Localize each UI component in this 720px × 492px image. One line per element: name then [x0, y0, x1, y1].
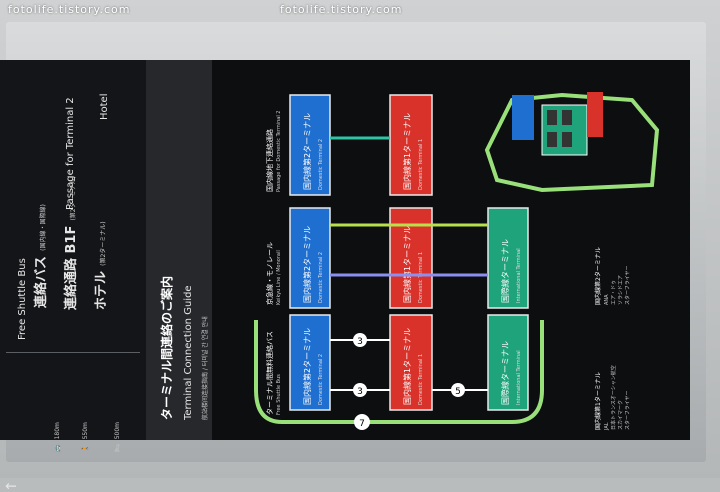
- hotel-distance-row: 🛏 500m: [104, 422, 123, 452]
- bus-loop-line-left: [254, 320, 283, 424]
- bus-row: Free Shuttle Bus: [10, 258, 29, 340]
- dom2-label-1: 国内線第2ターミナル: [302, 328, 312, 405]
- dom1-label-2: 国内線第1ターミナル: [402, 226, 412, 303]
- passage-label-en: Passage for Terminal 2: [65, 97, 76, 210]
- monorail-section-label: 京急線・モノレール: [265, 242, 274, 305]
- hotel-label-en: Hotel: [99, 93, 110, 121]
- hotel-label-ja: ホテル: [94, 270, 109, 310]
- dom2-label-3-en: Domestic Terminal 2: [318, 139, 324, 190]
- bus-icon: 🚌: [54, 444, 61, 452]
- route-number-1: 3: [357, 337, 363, 347]
- passage-section-label: 国内線地下連絡通路: [265, 129, 274, 192]
- legend-item-4: スターフライヤー: [624, 390, 631, 430]
- dom2-label-2: 国内線第2ターミナル: [302, 226, 312, 303]
- dom2-block-rail: [289, 207, 331, 309]
- shuttle-section-label: ターミナル間無料連絡バス: [265, 331, 274, 415]
- overview-cell-1: [547, 110, 557, 125]
- bus-distance: 180m: [54, 422, 61, 440]
- dom1-label-1: 国内線第1ターミナル: [402, 328, 412, 405]
- bus-row-ja: 連絡バス (国内線・国際線): [30, 204, 49, 308]
- route-number-2: 3: [357, 387, 363, 397]
- monorail-section-label-en: Keikyu Line / Monorail: [276, 250, 282, 305]
- legend2-item-4: スターフライヤー: [624, 265, 631, 305]
- legend2-item-3: ソラシドエア: [618, 275, 624, 305]
- dom2-label-2-en: Domestic Terminal 2: [318, 252, 324, 303]
- direction-column: Free Shuttle Bus 連絡バス (国内線・国際線) 🚌 180m 連…: [0, 60, 148, 492]
- intl-label-2: 国際線ターミナル: [500, 239, 510, 303]
- shuttle-section-label-en: Free Shuttle Bus: [276, 374, 282, 415]
- legend2-item-1: ANA: [604, 294, 610, 305]
- passage-row-en: Passage for Terminal 2: [58, 97, 77, 210]
- title-sub-block: 航站楼间连接指南 / 터미널 간 연결 안내: [192, 316, 211, 420]
- watermark-center: fotolife.tistory.com: [280, 3, 403, 16]
- passage-label-ja: 連絡通路 B1F: [64, 225, 79, 310]
- watermark-left: fotolife.tistory.com: [8, 3, 131, 16]
- legend-title-2: 国内線第2ターミナル: [594, 247, 602, 305]
- route-number-4: 7: [359, 419, 365, 429]
- dom1-label-3: 国内線第1ターミナル: [402, 113, 412, 190]
- overview-cell-3: [547, 132, 557, 147]
- hotel-row-en: Hotel: [92, 94, 111, 121]
- intl-label-1-en: International Terminal: [516, 350, 522, 405]
- dom1-block-shuttle: [389, 314, 433, 411]
- connection-diagram: i 国内線第2ターミナル Domestic Terminal 2 国内線第1ター…: [165, 80, 672, 431]
- intl-label-2-en: International Terminal: [516, 248, 522, 303]
- legend-item-2: 日本トランスオーシャン航空: [610, 365, 617, 430]
- bus-distance-row: 🚌 180m: [44, 422, 63, 452]
- legend-title-1: 国内線第1ターミナル: [594, 372, 602, 430]
- arrow-up-icon: ↑: [4, 480, 20, 492]
- title-strip: ターミナル間連絡のご案内 Terminal Connection Guide 航…: [146, 60, 212, 440]
- dom1-label-2-en: Domestic Terminal 1: [418, 252, 424, 303]
- route-badge-2: [353, 383, 367, 397]
- overview-cell-4: [562, 132, 572, 147]
- passage-distance: 550m: [82, 422, 89, 440]
- overview-cell-2: [562, 110, 572, 125]
- intl-block-shuttle: [487, 314, 529, 411]
- dom1-label-3-en: Domestic Terminal 1: [418, 139, 424, 190]
- dom2-block-shuttle: [289, 314, 331, 411]
- watermark: fotolife.tistory.com fotolife.tistory.co…: [0, 0, 720, 22]
- legend-item-1: JAL: [604, 422, 610, 431]
- dom2-block-passage: [289, 94, 331, 196]
- route-badge-1: [353, 333, 367, 347]
- hotel-label-ja-sub: (第2ターミナル): [100, 221, 107, 266]
- bed-icon: 🛏: [114, 444, 121, 452]
- bus-label-ja: 連絡バス: [34, 255, 49, 308]
- route-badge-4: [354, 414, 370, 430]
- legend2-item-2: エア・ドゥ: [611, 280, 617, 305]
- title-block: ターミナル間連絡のご案内: [156, 276, 175, 420]
- passage-distance-row: 🚶 550m: [72, 422, 91, 452]
- dom2-label-1-en: Domestic Terminal 2: [318, 354, 324, 405]
- hotel-row: ホテル (第2ターミナル): [90, 221, 109, 310]
- title-ja: ターミナル間連絡のご案内: [160, 275, 174, 420]
- divider: [6, 352, 140, 353]
- dom2-label-3: 国内線第2ターミナル: [302, 113, 312, 190]
- route-number-3: 5: [455, 387, 461, 397]
- walk-icon: 🚶: [82, 444, 89, 452]
- intl-block-rail: [487, 207, 529, 309]
- bus-label-ja-sub: (国内線・国際線): [40, 204, 47, 251]
- title-sub: 航站楼间连接指南 / 터미널 간 연결 안내: [202, 316, 209, 420]
- legend-item-3: スカイマーク: [618, 400, 624, 430]
- intl-label-1: 国際線ターミナル: [500, 341, 510, 405]
- passage-section-label-en: Passage for Domestic Terminal 2: [276, 111, 282, 192]
- dom1-block-passage: [389, 94, 433, 196]
- route-badge-3: [451, 383, 465, 397]
- overview-dom1: [587, 92, 603, 137]
- overview-dom2: [512, 95, 534, 140]
- bus-loop-line: [282, 320, 544, 424]
- connection-map: i 国内線第2ターミナル Domestic Terminal 2 国内線第1ター…: [165, 60, 690, 440]
- dom1-label-1-en: Domestic Terminal 1: [418, 354, 424, 405]
- bus-label-en: Free Shuttle Bus: [17, 258, 28, 340]
- hotel-distance: 500m: [114, 421, 121, 440]
